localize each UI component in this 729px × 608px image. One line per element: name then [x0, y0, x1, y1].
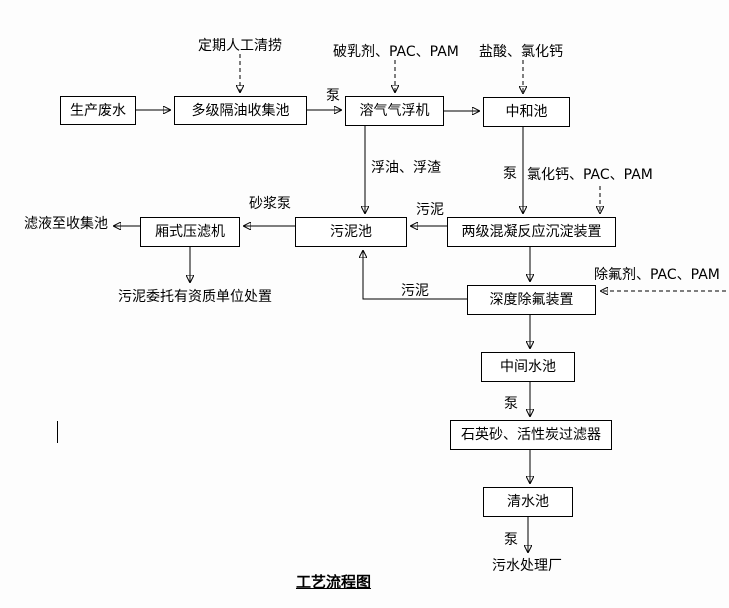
node-fluoride-removal: 深度除氟装置	[467, 285, 596, 315]
label-sludge-1: 污泥	[416, 202, 444, 218]
node-oil-separation-tank: 多级隔油收集池	[174, 96, 307, 125]
node-coagulation-sedimentation: 两级混凝反应沉淀装置	[447, 217, 616, 247]
text-caret-mark	[57, 421, 58, 443]
node-filter-press: 厢式压滤机	[140, 217, 240, 247]
label-sludge-2: 污泥	[401, 283, 429, 299]
label-pump-3: 泵	[504, 396, 518, 412]
node-sand-carbon-filter: 石英砂、活性炭过滤器	[450, 420, 612, 450]
node-neutralization-tank: 中和池	[483, 97, 570, 127]
node-production-wastewater: 生产废水	[60, 96, 136, 125]
label-manual-cleaning: 定期人工清捞	[198, 38, 282, 54]
label-pump-4: 泵	[504, 532, 518, 548]
label-pump-2: 泵	[503, 166, 517, 182]
node-sludge-tank: 污泥池	[295, 217, 407, 247]
node-clean-water-tank: 清水池	[483, 487, 573, 517]
label-demulsifier-pac-pam: 破乳剂、PAC、PAM	[333, 44, 459, 60]
label-wwtp: 污水处理厂	[492, 558, 562, 574]
label-pump-1: 泵	[326, 88, 340, 104]
label-hcl-cacl2: 盐酸、氯化钙	[479, 44, 563, 60]
label-slurry-pump: 砂浆泵	[249, 196, 291, 212]
label-floating-oil-scum: 浮油、浮渣	[371, 160, 441, 176]
label-sludge-disposal: 污泥委托有资质单位处置	[118, 289, 272, 305]
label-filtrate-to-collection: 滤液至收集池	[24, 216, 108, 232]
diagram-title: 工艺流程图	[296, 573, 372, 591]
label-fluoride-agent-pac-pam: 除氟剂、PAC、PAM	[594, 267, 720, 283]
node-daf-machine: 溶气气浮机	[345, 96, 444, 126]
label-cacl2-pac-pam: 氯化钙、PAC、PAM	[527, 167, 653, 183]
node-intermediate-tank: 中间水池	[481, 352, 575, 382]
